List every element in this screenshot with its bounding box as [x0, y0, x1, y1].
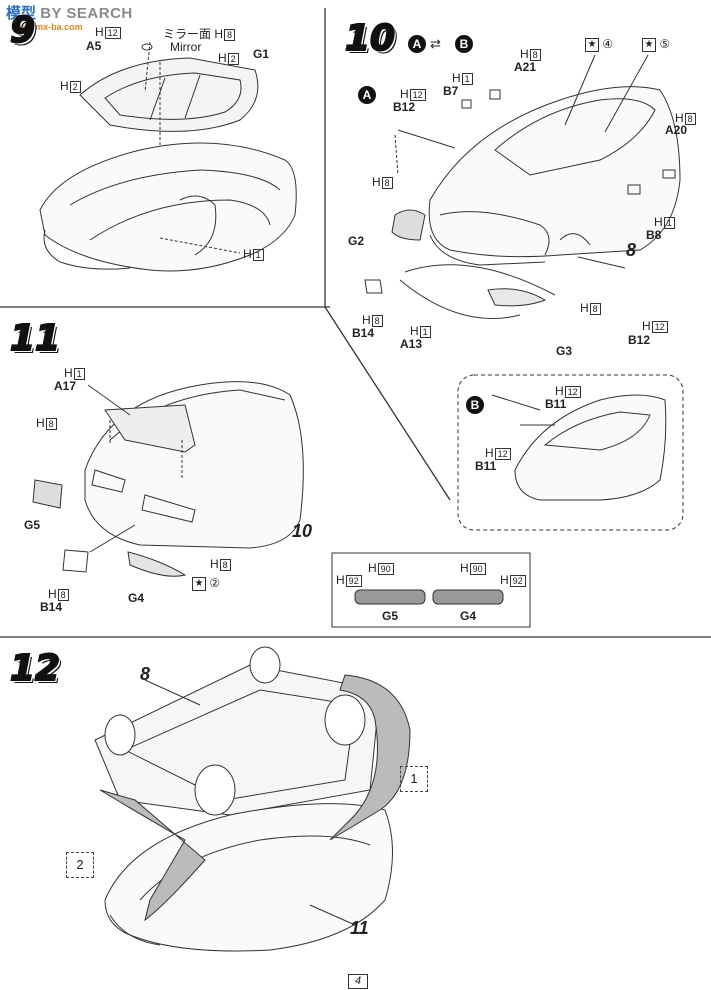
step12-order-2: 2 [66, 852, 94, 878]
step9-g1: G1 [253, 47, 270, 61]
step11-star2: ★ ② [192, 577, 220, 591]
watermark: 模型 BY SEARCH [6, 2, 133, 23]
step11-g5: G5 [24, 518, 41, 532]
paint-g4-label: G4 [460, 609, 477, 623]
step11-b14: B14 [40, 600, 63, 614]
star-icon: ★ [585, 38, 599, 52]
step10-b7: B7 [443, 84, 459, 98]
step9-drawing [39, 41, 297, 272]
step10-a20: A20 [665, 123, 688, 137]
step12-ref-8: 8 [140, 664, 151, 684]
panel-borders [0, 8, 711, 638]
step10-star4: ★ ④ [585, 38, 613, 52]
step10-b12: B12 [393, 100, 416, 114]
step10-inset-b11a: B11 [545, 397, 567, 411]
step11-a17: A17 [54, 379, 77, 393]
step10-b8: B8 [646, 228, 662, 242]
step10-b12b: B12 [628, 333, 651, 347]
step10-ref-8: 8 [626, 240, 637, 260]
watermark-en: BY SEARCH [40, 5, 133, 22]
step12-drawing [94, 646, 411, 952]
step10-a13: A13 [400, 337, 423, 351]
step11-drawing [32, 381, 304, 577]
step-9-number: 9 [9, 9, 36, 52]
step12-ref-11: 11 [350, 918, 369, 938]
step11-ref-10: 10 [292, 521, 313, 541]
step10-inset-b11b: B11 [475, 459, 497, 473]
watermark-cn: 模型 [6, 5, 37, 22]
star-icon: ★ [642, 38, 656, 52]
page-number: 4 [348, 974, 368, 989]
step9-a5: A5 [86, 39, 102, 53]
step-10-number: 10 [344, 17, 396, 60]
paint-g5-label: G5 [382, 609, 399, 623]
paint-guide-box [331, 552, 531, 628]
step-12-number: 12 [9, 647, 61, 690]
step10-b14: B14 [352, 326, 375, 340]
step10-star5: ★ ⑤ [642, 38, 670, 52]
step10-inset-b-badge: B [466, 396, 484, 414]
step10-variant-b-badge: B [455, 35, 473, 53]
watermark-url: www.mx-ba.com [12, 22, 83, 32]
step-11-number: 11 [9, 317, 61, 360]
step12-order-1: 1 [400, 766, 428, 792]
step10-drawing [364, 54, 681, 319]
step10-a21: A21 [514, 60, 537, 74]
step11-g4: G4 [128, 591, 145, 605]
step10-variant-a-badge: A [408, 35, 426, 53]
step10-inset [457, 374, 684, 531]
swap-icon: ⇄ [430, 36, 441, 51]
step10-section-a-badge: A [358, 86, 376, 104]
star-icon: ★ [192, 577, 206, 591]
step10-g3: G3 [556, 344, 573, 358]
step9-mirror-en: Mirror [170, 40, 202, 54]
step10-g2: G2 [348, 234, 365, 248]
